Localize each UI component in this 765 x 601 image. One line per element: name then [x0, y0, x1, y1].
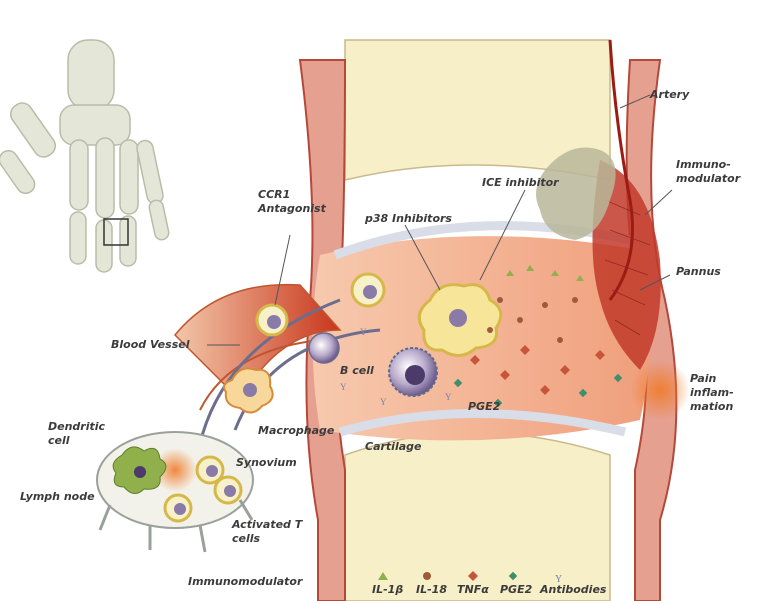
inflammation-glow [630, 360, 690, 420]
hand-skeleton [0, 40, 170, 272]
legend-item-antibodies: Antibodies [540, 583, 606, 596]
b-cell-large [389, 348, 437, 396]
label-pge2: PGE2 [468, 400, 500, 414]
svg-text:Y: Y [360, 327, 367, 337]
label-immunomodulator-bottom: Immunomodulator [188, 575, 302, 589]
label-immunomodulator-right: Immuno- modulator [676, 158, 740, 186]
svg-text:Y: Y [380, 397, 387, 407]
label-ice-inhibitor: ICE inhibitor [482, 176, 559, 190]
label-artery: Artery [650, 88, 689, 102]
t-cell-joint [352, 274, 384, 306]
label-activated-t-cells: Activated T cells [232, 518, 302, 546]
label-dendritic-cell: Dendritic cell [48, 420, 105, 448]
label-pannus: Pannus [676, 265, 721, 279]
label-blood-vessel: Blood Vessel [111, 338, 189, 352]
legend-item-il18: IL-18 [416, 583, 447, 596]
label-cartilage: Cartilage [365, 440, 421, 454]
t-cell-vessel [257, 305, 287, 335]
legend-item-tnfa: TNFα [457, 583, 489, 596]
legend-item-il1b: IL-1β [372, 583, 403, 596]
legend-item-pge2: PGE2 [500, 583, 532, 596]
svg-text:Y: Y [445, 392, 452, 402]
svg-text:Y: Y [340, 382, 347, 392]
activated-macrophage [419, 285, 501, 356]
b-cell-small [309, 333, 339, 363]
label-pain-inflammation: Pain inflam- mation [690, 372, 734, 414]
label-synovium: Synovium [236, 456, 297, 470]
label-p38-inhibitors: p38 Inhibitors [365, 212, 452, 226]
label-lymph-node: Lymph node [20, 490, 95, 504]
label-b-cell: B cell [340, 364, 374, 378]
label-macrophage: Macrophage [258, 424, 334, 438]
label-ccr1-antagonist: CCR1 Antagonist [258, 188, 326, 216]
